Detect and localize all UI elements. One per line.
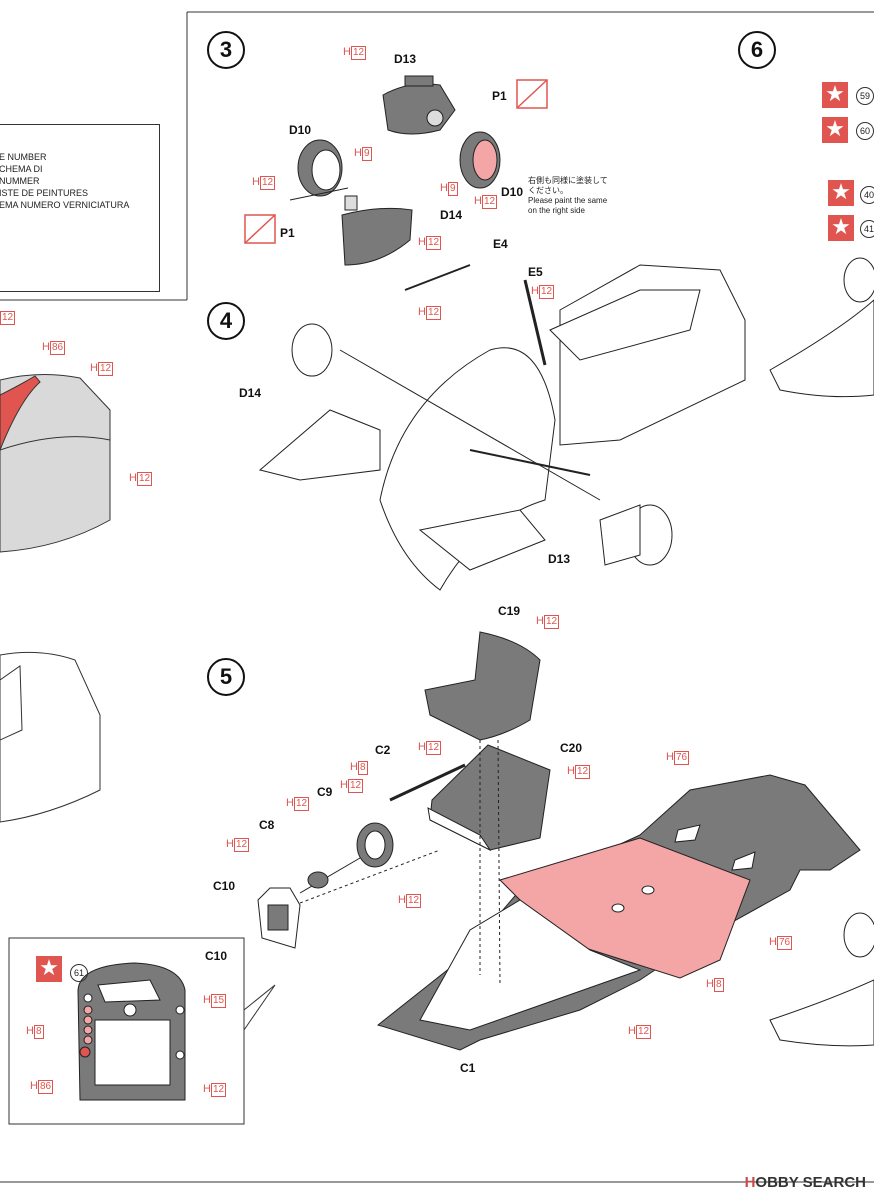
note-paint-right-side: 右側も同様に塗装してください。 Please paint the same on… <box>528 176 608 215</box>
marker-61: 61 <box>70 964 88 982</box>
star-icon: ★ <box>36 956 62 982</box>
part-label-d10: D10 <box>501 185 524 199</box>
star-icon: ★ <box>822 117 848 143</box>
part-label-d13: D13 <box>548 552 571 566</box>
part-label-d14: D14 <box>239 386 262 400</box>
star-icon: ★ <box>828 180 854 206</box>
legend-line: E NUMBER <box>0 152 47 162</box>
part-label-p1: P1 <box>280 226 295 240</box>
part-label-c1: C1 <box>460 1061 476 1075</box>
part-label-e5: E5 <box>528 265 543 279</box>
part-label-c19: C19 <box>498 604 521 618</box>
star-icon: ★ <box>822 82 848 108</box>
part-label-c9: C9 <box>317 785 333 799</box>
legend-line: NUMMER <box>0 176 40 186</box>
step-number-6: 6 <box>738 31 776 69</box>
star-icon: ★ <box>828 215 854 241</box>
marker-60: 60 <box>856 122 874 140</box>
part-label-d14: D14 <box>440 208 463 222</box>
legend-line: EMA NUMERO VERNICIATURA <box>0 200 130 210</box>
paint-callout-12: 12 <box>0 311 16 325</box>
marker-40: 40 <box>860 186 874 204</box>
part-label-e4: E4 <box>493 237 508 251</box>
step-number-5: 5 <box>207 658 245 696</box>
paint-legend: E NUMBER CHEMA DI NUMMER ISTE DE PEINTUR… <box>0 124 160 292</box>
legend-line: CHEMA DI <box>0 164 43 174</box>
part-label-d10: D10 <box>289 123 312 137</box>
marker-59: 59 <box>856 87 874 105</box>
part-label-c20: C20 <box>560 741 583 755</box>
watermark-logo: HOBBY SEARCH <box>744 1174 866 1191</box>
part-label-c2: C2 <box>375 743 391 757</box>
part-label-c8: C8 <box>259 818 275 832</box>
step-number-4: 4 <box>207 302 245 340</box>
marker-41: 41 <box>860 220 874 238</box>
part-label-p1: P1 <box>492 89 507 103</box>
part-label-d13: D13 <box>394 52 417 66</box>
legend-line: ISTE DE PEINTURES <box>0 188 89 198</box>
step-number-3: 3 <box>207 31 245 69</box>
part-label-c10: C10 <box>213 879 236 893</box>
part-label-c10-inset: C10 <box>205 949 228 963</box>
